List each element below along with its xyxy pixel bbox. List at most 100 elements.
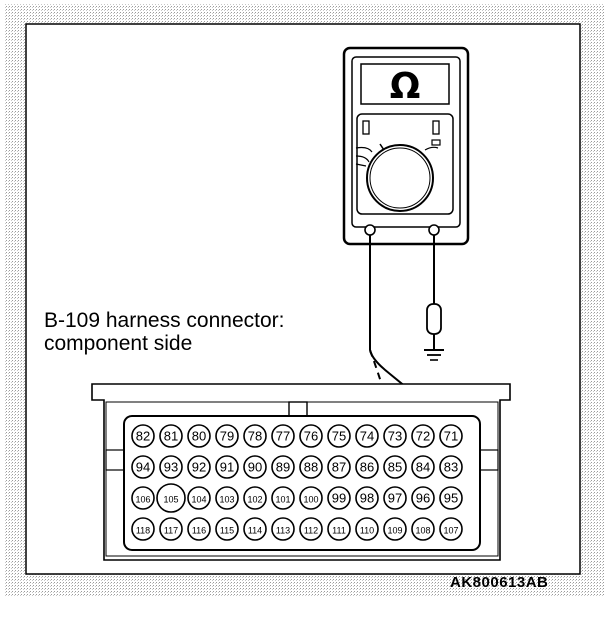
meter-button-right [432, 120, 440, 135]
connector-pin [187, 486, 211, 510]
connector-pin [327, 517, 351, 541]
connector-pin-label: 113 [276, 526, 290, 536]
connector-pin-label: 108 [415, 526, 430, 536]
connector-pin-label: 95 [444, 491, 458, 506]
connector-pin [159, 424, 183, 448]
connector-pin-label: 106 [135, 495, 150, 505]
connector-pin [131, 424, 155, 448]
connector-pin-label: 78 [248, 429, 262, 444]
connector-pin-label: 111 [332, 526, 346, 536]
connector-pin-label: 109 [387, 526, 402, 536]
connector-pin-label: 104 [191, 495, 206, 505]
connector-pin-label: 75 [332, 429, 346, 444]
connector-pin-label: 93 [164, 460, 178, 475]
connector-pin [187, 424, 211, 448]
connector-pin-label: 115 [220, 526, 234, 536]
meter-jack-com [364, 224, 376, 236]
connector-pin-label: 103 [219, 495, 234, 505]
connector-pin [327, 455, 351, 479]
connector-pin [383, 517, 407, 541]
figure-code: AK800613AB [450, 574, 549, 591]
connector-pin [299, 517, 323, 541]
connector-pin-label: 80 [192, 429, 206, 444]
connector-pin [271, 486, 295, 510]
caption-line-2: component side [44, 332, 193, 355]
connector-pin-label: 74 [360, 429, 374, 444]
connector-pin [383, 424, 407, 448]
connector-pin-label: 89 [276, 460, 290, 475]
connector-latch [288, 401, 308, 417]
connector-pin-label: 118 [136, 526, 150, 536]
connector-pin-label: 112 [304, 526, 318, 536]
connector-pin-label: 98 [360, 491, 374, 506]
connector-pin [215, 517, 239, 541]
ground-lead [424, 235, 444, 361]
connector-pin [243, 455, 267, 479]
connector-pin [299, 424, 323, 448]
connector-pin [187, 517, 211, 541]
connector-pin-label: 96 [416, 491, 430, 506]
connector-pin-label: 88 [304, 460, 318, 475]
connector-pin [439, 517, 463, 541]
connector-pin-label: 83 [444, 460, 458, 475]
connector-pin-label: 82 [136, 429, 150, 444]
connector-pin-label: 100 [303, 495, 318, 505]
multimeter [342, 46, 470, 246]
meter-button-left [362, 120, 370, 135]
connector-pin [159, 455, 183, 479]
connector-pin-label: 76 [304, 429, 318, 444]
connector-pin-label: 91 [220, 460, 234, 475]
connector-pin [411, 424, 435, 448]
connector-pin-label: 116 [192, 526, 206, 536]
connector-pin [327, 424, 351, 448]
connector-pin [271, 517, 295, 541]
meter-display [360, 63, 450, 105]
connector-pin-label: 94 [136, 460, 150, 475]
caption-line-1: B-109 harness connector: [44, 309, 285, 332]
connector-pin [355, 455, 379, 479]
connector-pin [131, 455, 155, 479]
connector-pin-label: 84 [416, 460, 430, 475]
connector-pin [439, 455, 463, 479]
connector-pin [271, 424, 295, 448]
connector-pin-label: 114 [248, 526, 262, 536]
connector-pin-label: 71 [444, 429, 458, 444]
ground-clip [426, 303, 442, 335]
connector-pin-label: 99 [332, 491, 346, 506]
meter-dial [366, 144, 434, 212]
connector-pin [439, 486, 463, 510]
connector-pin-label: 97 [388, 491, 402, 506]
connector-pin [131, 517, 155, 541]
connector-pin [383, 455, 407, 479]
connector-pin [299, 455, 323, 479]
connector-face [123, 415, 481, 551]
connector-pin [243, 424, 267, 448]
connector-pin [271, 455, 295, 479]
connector-pin [187, 455, 211, 479]
connector-pin [355, 486, 379, 510]
connector-pin [215, 486, 239, 510]
connector-pin-label: 107 [443, 526, 458, 536]
connector-pin-label: 81 [164, 429, 178, 444]
connector-pin-label: 117 [164, 526, 178, 536]
connector-pin-label: 105 [163, 495, 178, 505]
connector-pin [159, 517, 183, 541]
connector-pin-label: 79 [220, 429, 234, 444]
connector-pin-label: 73 [388, 429, 402, 444]
connector-pin [355, 424, 379, 448]
connector-pin [411, 486, 435, 510]
connector-pin [156, 483, 186, 513]
connector-pin [243, 486, 267, 510]
connector-pin [411, 455, 435, 479]
meter-jack-ohm [428, 224, 440, 236]
connector-pin-label: 87 [332, 460, 346, 475]
connector-pin [215, 455, 239, 479]
connector-pin-label: 72 [416, 429, 430, 444]
connector-pin-label: 86 [360, 460, 374, 475]
connector-pin-label: 102 [247, 495, 262, 505]
connector-pin-label: 77 [276, 429, 290, 444]
ohm-symbol: Ω [390, 66, 421, 107]
connector-pin-label: 101 [275, 495, 290, 505]
